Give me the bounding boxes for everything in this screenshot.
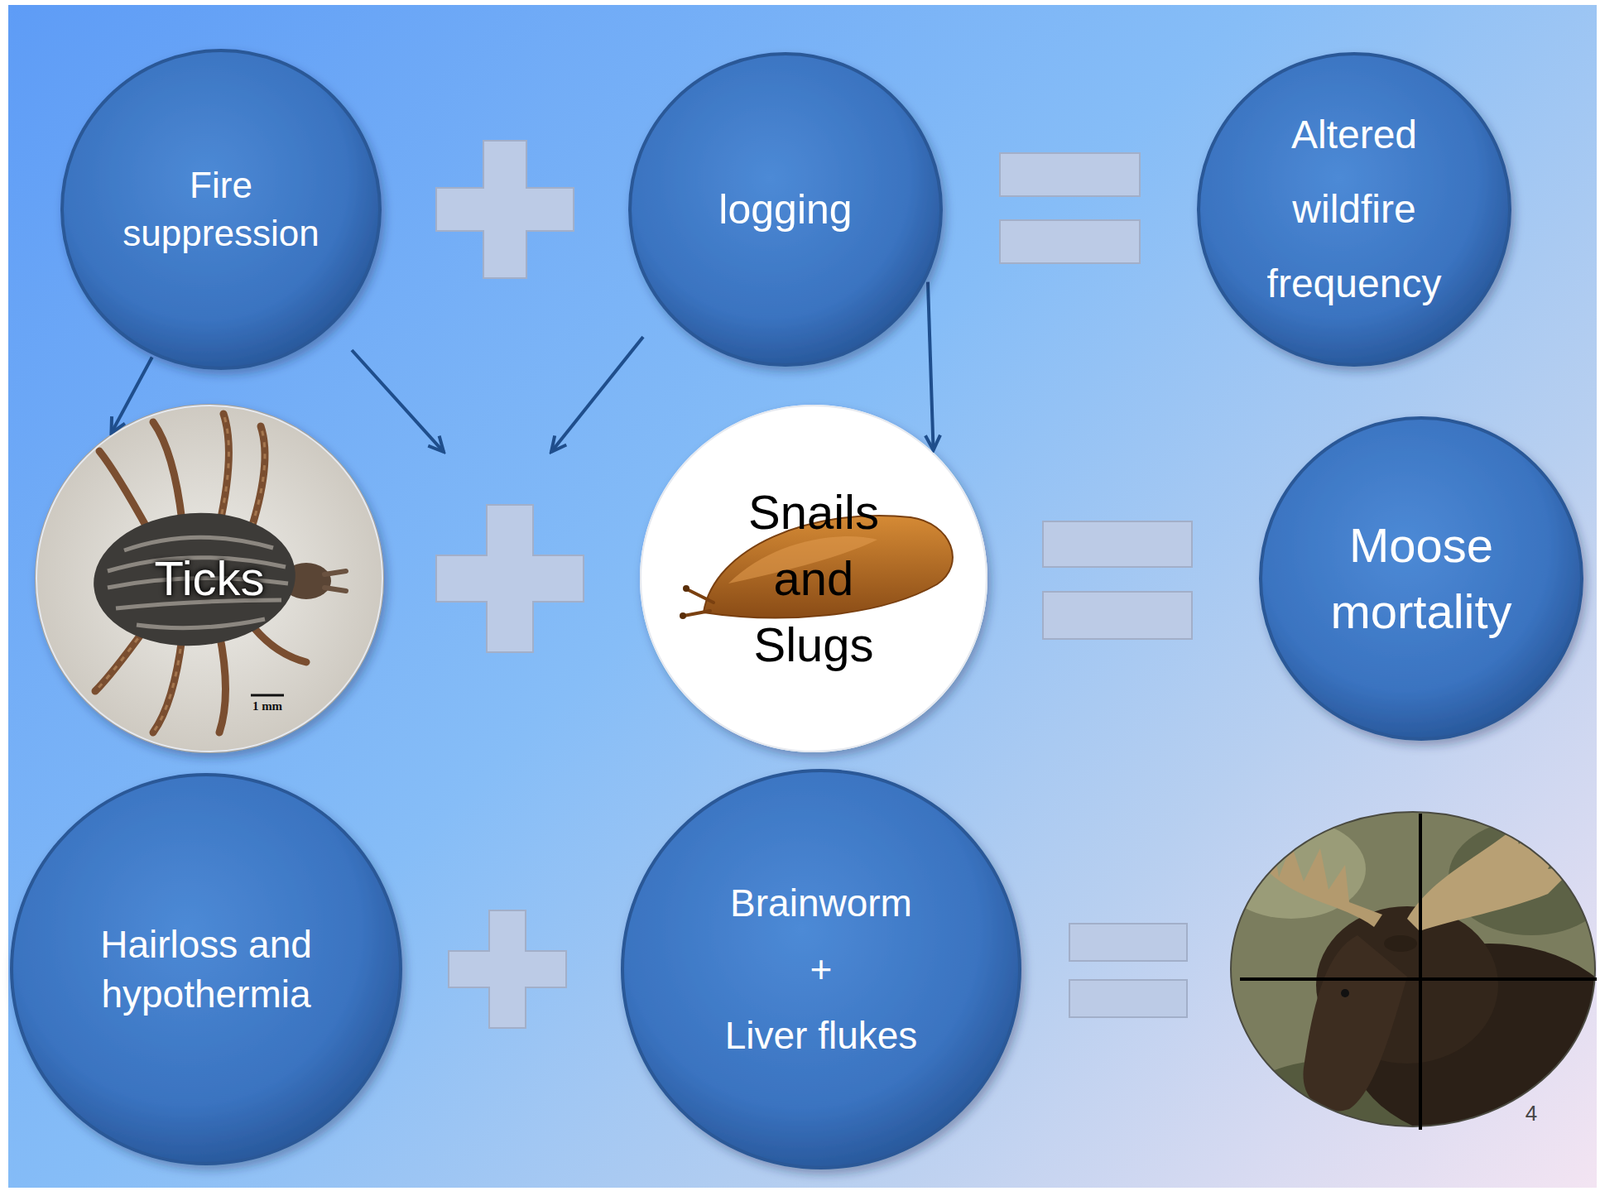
- node-text: Hairloss and hypothermia: [69, 919, 343, 1019]
- circle-outline: [59, 48, 383, 371]
- crosshair: [1239, 977, 1597, 981]
- equals-bar: [999, 153, 1140, 197]
- tick-body: [89, 506, 301, 654]
- plus-sign: [436, 504, 584, 653]
- circle-outline: [1258, 415, 1585, 742]
- circle-shape: [640, 405, 987, 752]
- node-text: logging: [718, 184, 852, 235]
- crosshair: [1418, 813, 1423, 1130]
- circle-shape: [62, 50, 380, 369]
- tick-photo-ground: [35, 404, 384, 753]
- circle-shape: [629, 53, 942, 366]
- pointer-arrow: [551, 336, 644, 452]
- connector-arrow: [110, 357, 152, 434]
- circle-shape: [1260, 418, 1582, 740]
- circle-shape: [622, 770, 1020, 1168]
- photo-circle: Snails and Slugs: [639, 404, 988, 753]
- moose-picture: [1216, 807, 1600, 1143]
- node-label: Hairloss and hypothermia: [69, 919, 343, 1019]
- equals-bar: [1069, 923, 1187, 961]
- scale-label: 1 mm: [252, 699, 283, 714]
- node-label: logging: [718, 184, 852, 235]
- tick-stripes: [107, 537, 289, 628]
- node-text: Altered wildfire frequency: [1267, 97, 1442, 322]
- slug-tentacles: [683, 589, 714, 616]
- node-label: Brainworm+Liver flukes: [725, 869, 918, 1069]
- tick-picture: [35, 404, 384, 753]
- node-text: Moose mortality: [1330, 512, 1512, 645]
- node-label: Moose mortality: [1330, 512, 1512, 645]
- slug-eye: [679, 612, 687, 620]
- node-text: Liver flukes: [725, 1002, 918, 1069]
- plus-sign: [436, 140, 574, 279]
- pointer-arrow: [351, 336, 644, 452]
- circle-shape: [1198, 53, 1510, 366]
- result-circle: Altered wildfire frequency: [1196, 51, 1513, 368]
- effect-circle: Brainworm+Liver flukes: [619, 768, 1023, 1171]
- equals-bar: [1042, 591, 1192, 640]
- plus-sign: [448, 910, 567, 1029]
- circle-shape: [36, 405, 383, 752]
- node-text: Fire suppression: [122, 161, 319, 258]
- plus-sign: [436, 140, 584, 1029]
- slug-eye: [682, 585, 690, 592]
- node-text: +: [725, 936, 918, 1003]
- slide-number: 4: [1525, 1100, 1538, 1127]
- node-text: Brainworm: [725, 869, 918, 937]
- pointer-arrow: [351, 350, 444, 452]
- node-label: Altered wildfire frequency: [1267, 97, 1442, 322]
- node-label: Snails and Slugs: [748, 479, 880, 678]
- node-text: Ticks: [153, 549, 265, 608]
- connector-arrow: [927, 282, 934, 451]
- result-circle: Moose mortality: [1258, 415, 1585, 742]
- circle-shape: [11, 774, 401, 1164]
- slug-photo-ground: [639, 404, 988, 753]
- node-label: Fire suppression: [122, 161, 319, 258]
- photo-circle: Ticks: [35, 404, 384, 753]
- tick-palps: [324, 571, 346, 591]
- equals-bar: [999, 220, 1140, 264]
- equals-bar: [1069, 980, 1187, 1018]
- tick-drawing: [89, 413, 346, 733]
- node-text: Snails and Slugs: [748, 479, 880, 678]
- circle-outline: [9, 772, 404, 1167]
- cause-circle: Fire suppression: [59, 48, 383, 371]
- node-label: Ticks: [153, 549, 265, 608]
- effect-circle: Hairloss and hypothermia: [9, 772, 404, 1167]
- cause-circle: logging: [627, 51, 944, 368]
- equals-sign: [999, 153, 1192, 1018]
- scale-bar: [250, 694, 284, 697]
- equals-bar: [1042, 521, 1192, 567]
